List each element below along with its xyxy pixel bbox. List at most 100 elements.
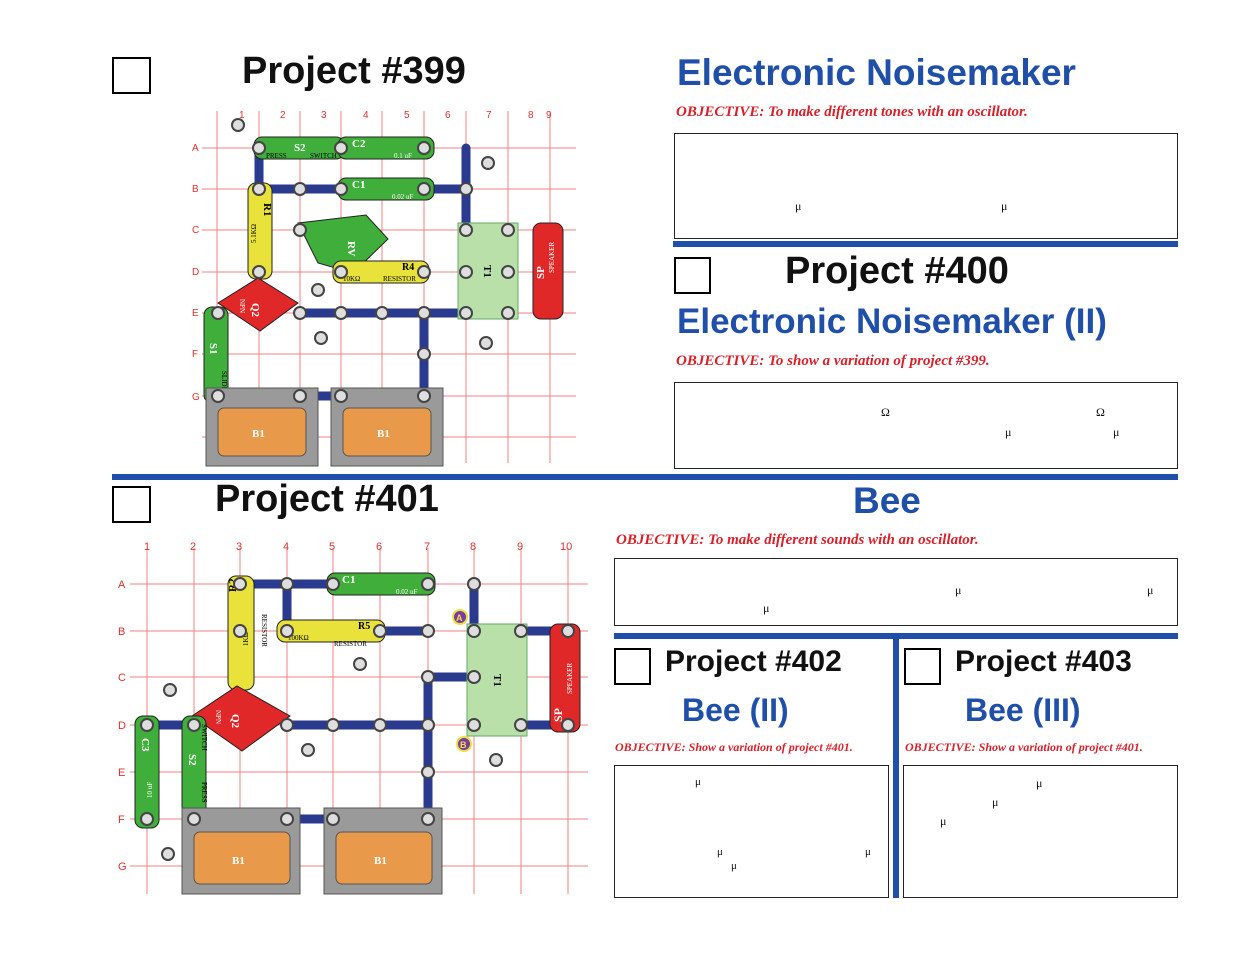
- resistor-r5-value: 100KΩ: [288, 634, 309, 642]
- project-399-name: Electronic Noisemaker: [677, 52, 1076, 93]
- project-400-title: Project #400: [785, 250, 1009, 292]
- mu-symbol: μ: [1147, 583, 1154, 597]
- project-401-checkbox[interactable]: [112, 486, 151, 523]
- section-divider: [112, 474, 1178, 480]
- project-400-checkbox[interactable]: [674, 257, 711, 294]
- grid-col-label: 2: [280, 110, 286, 121]
- project-401-instructions-box: μ μ μ: [614, 558, 1178, 626]
- grid-col-label: 3: [321, 110, 327, 121]
- capacitor-c2-value: 0.1 uF: [394, 152, 412, 160]
- ohm-symbol: Ω: [1096, 405, 1105, 419]
- project-399-title: Project #399: [242, 50, 466, 92]
- mu-symbol: μ: [695, 776, 701, 788]
- battery-label: B1: [377, 428, 390, 440]
- ohm-symbol: Ω: [881, 405, 890, 419]
- mu-symbol: μ: [865, 846, 871, 858]
- grid-col-label: 9: [546, 110, 552, 121]
- column-divider: [893, 639, 899, 898]
- project-403-objective: OBJECTIVE: Show a variation of project #…: [905, 740, 1143, 754]
- project-403-checkbox[interactable]: [904, 648, 941, 685]
- mu-symbol: μ: [717, 846, 723, 858]
- grid-col-label: 8: [528, 110, 534, 121]
- grid-col-label: 1: [144, 541, 150, 553]
- mu-symbol: μ: [763, 601, 770, 615]
- grid-row-label: C: [192, 225, 199, 236]
- project-399-objective: OBJECTIVE: To make different tones with …: [676, 104, 1028, 120]
- resistor-r5-label: R5: [358, 621, 370, 632]
- point-a-marker: [452, 609, 468, 625]
- mu-symbol: μ: [940, 814, 947, 828]
- grid-row-label: G: [192, 392, 200, 403]
- switch-s2-label: S2: [294, 142, 306, 154]
- variable-resistor-rv: [297, 214, 389, 274]
- grid-row-label: E: [118, 767, 125, 779]
- speaker-sp-sub: SPEAKER: [548, 242, 556, 273]
- mu-symbol: μ: [1113, 425, 1120, 439]
- project-401-title: Project #401: [215, 478, 439, 520]
- project-400-instructions-box: Ω Ω μ μ: [674, 382, 1178, 469]
- speaker-sp-label: SP: [535, 266, 547, 279]
- grid-col-label: 6: [376, 541, 382, 553]
- point-a-label: A: [456, 613, 463, 623]
- grid-col-label: 5: [329, 541, 335, 553]
- point-b-label: B: [460, 740, 467, 750]
- resistor-r4-value: 10KΩ: [343, 275, 360, 283]
- grid-row-label: D: [192, 267, 199, 278]
- point-b-marker: [456, 736, 472, 752]
- resistor-r2-sub: RESISTOR: [260, 614, 268, 647]
- transistor-q2-label: Q2: [229, 714, 241, 729]
- project-399-instructions-box: μ μ: [674, 133, 1178, 239]
- capacitor-c1-label: C1: [352, 179, 365, 191]
- project-403-name: Bee (III): [965, 692, 1081, 728]
- transistor-q2-label: Q2: [249, 303, 261, 318]
- project-401-name: Bee: [853, 480, 921, 521]
- project-401-objective: OBJECTIVE: To make different sounds with…: [616, 532, 979, 548]
- speaker-sp: [549, 623, 581, 733]
- speaker-sp-sub: SPEAKER: [566, 663, 574, 694]
- grid-col-label: 10: [560, 541, 572, 553]
- battery-label: B1: [252, 428, 265, 440]
- switch-s2-sub: PRESS: [200, 782, 208, 803]
- grid-col-label: 7: [424, 541, 430, 553]
- battery-label: B1: [232, 855, 245, 867]
- switch-s1-label: S1: [207, 343, 219, 355]
- capacitor-c3: [134, 715, 160, 829]
- grid-row-label: G: [118, 861, 127, 873]
- grid-col-label: 9: [517, 541, 523, 553]
- resistor-r4-label: R4: [402, 262, 414, 273]
- mu-symbol: μ: [795, 199, 802, 213]
- capacitor-c2-label: C2: [352, 138, 366, 150]
- transistor-q2: [217, 277, 299, 332]
- switch-s2-sub: SWITCH: [200, 724, 208, 751]
- switch-s2-label: S2: [186, 754, 198, 766]
- mu-symbol: μ: [992, 795, 999, 809]
- mu-symbol: μ: [731, 860, 737, 872]
- grid-row-label: A: [118, 579, 126, 591]
- grid-col-label: 8: [470, 541, 476, 553]
- capacitor-c1-label: C1: [342, 574, 355, 586]
- switch-s2-sub: PRESS: [266, 152, 287, 160]
- project-402-objective: OBJECTIVE: Show a variation of project #…: [615, 740, 853, 754]
- mu-symbol: μ: [955, 583, 962, 597]
- resistor-r4-sub: RESISTOR: [383, 275, 416, 283]
- mu-symbol: μ: [1001, 199, 1008, 213]
- grid-row-label: E: [192, 308, 199, 319]
- grid-row-label: A: [192, 143, 199, 154]
- rv-label: RV: [345, 241, 357, 257]
- project-399-circuit-diagram: 1 2 3 4 5 6 7 8 9 A B C D E F G S2 PRESS…: [192, 110, 576, 467]
- project-403-title: Project #403: [955, 645, 1132, 678]
- grid-row-label: F: [118, 814, 125, 826]
- project-399-checkbox[interactable]: [112, 57, 151, 94]
- capacitor-c3-label: C3: [139, 738, 151, 752]
- grid-row-label: C: [118, 672, 126, 684]
- project-402-checkbox[interactable]: [614, 648, 651, 685]
- transistor-q2-sub: NPN: [238, 299, 246, 313]
- switch-s1-sub: SLIDE: [220, 371, 228, 391]
- grid-col-label: 4: [363, 110, 369, 121]
- project-403-instructions-box: μ μ μ: [903, 765, 1178, 898]
- speaker-sp: [532, 222, 564, 320]
- battery-label: B1: [374, 855, 387, 867]
- project-402-name: Bee (II): [682, 692, 789, 728]
- switch-s2-sub: SWITCH: [310, 152, 337, 160]
- grid-row-label: F: [192, 349, 198, 360]
